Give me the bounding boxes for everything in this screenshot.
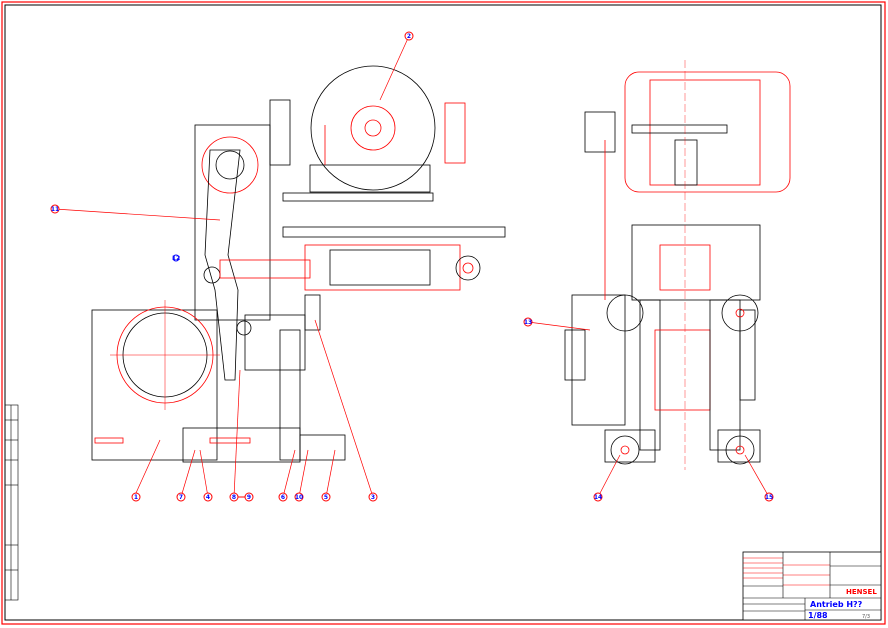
balloon: 6 — [278, 492, 288, 502]
svg-text:8: 8 — [232, 494, 236, 501]
balloon: 4 — [203, 492, 213, 502]
leader-lines — [54, 35, 770, 498]
balloon: 3 — [368, 492, 378, 502]
balloon: 8 — [229, 492, 239, 502]
balloon: 14 — [593, 492, 603, 502]
balloon: 11 — [50, 204, 60, 214]
svg-text:13: 13 — [524, 319, 532, 326]
svg-text:5: 5 — [324, 494, 328, 501]
balloon: 2 — [404, 31, 414, 41]
svg-text:7: 7 — [179, 494, 183, 501]
side-view — [564, 60, 791, 470]
sheet-number: 7/3 — [862, 614, 870, 620]
company-logo: HENSEL — [846, 588, 877, 596]
balloon: 15 — [764, 492, 774, 502]
svg-text:12: 12 — [172, 255, 180, 262]
balloon: 1 — [131, 492, 141, 502]
svg-text:14: 14 — [594, 494, 602, 501]
balloon: 10 — [294, 492, 304, 502]
revision-table — [4, 404, 19, 601]
balloon: 7 — [176, 492, 186, 502]
inner-border — [4, 4, 882, 621]
svg-text:10: 10 — [295, 494, 303, 501]
balloon: 12 — [172, 254, 180, 262]
svg-text:1: 1 — [134, 494, 138, 501]
svg-text:6: 6 — [281, 494, 285, 501]
svg-text:9: 9 — [247, 494, 251, 501]
balloon: 13 — [523, 317, 533, 327]
drawing-number: 1/88 — [808, 611, 828, 620]
svg-text:3: 3 — [371, 494, 375, 501]
svg-text:11: 11 — [51, 206, 59, 213]
balloon: 5 — [321, 492, 331, 502]
title-block: Antrieb H?? 1/88 HENSEL 7/3 — [742, 551, 882, 621]
svg-text:4: 4 — [206, 494, 210, 501]
balloon: 9 — [244, 492, 254, 502]
svg-text:2: 2 — [407, 33, 411, 40]
drawing-title: Antrieb H?? — [810, 600, 863, 609]
front-view — [91, 65, 506, 463]
balloons: 1 7 4 8 9 6 10 5 3 2 11 12 13 14 15 — [50, 31, 774, 502]
svg-text:15: 15 — [765, 494, 773, 501]
